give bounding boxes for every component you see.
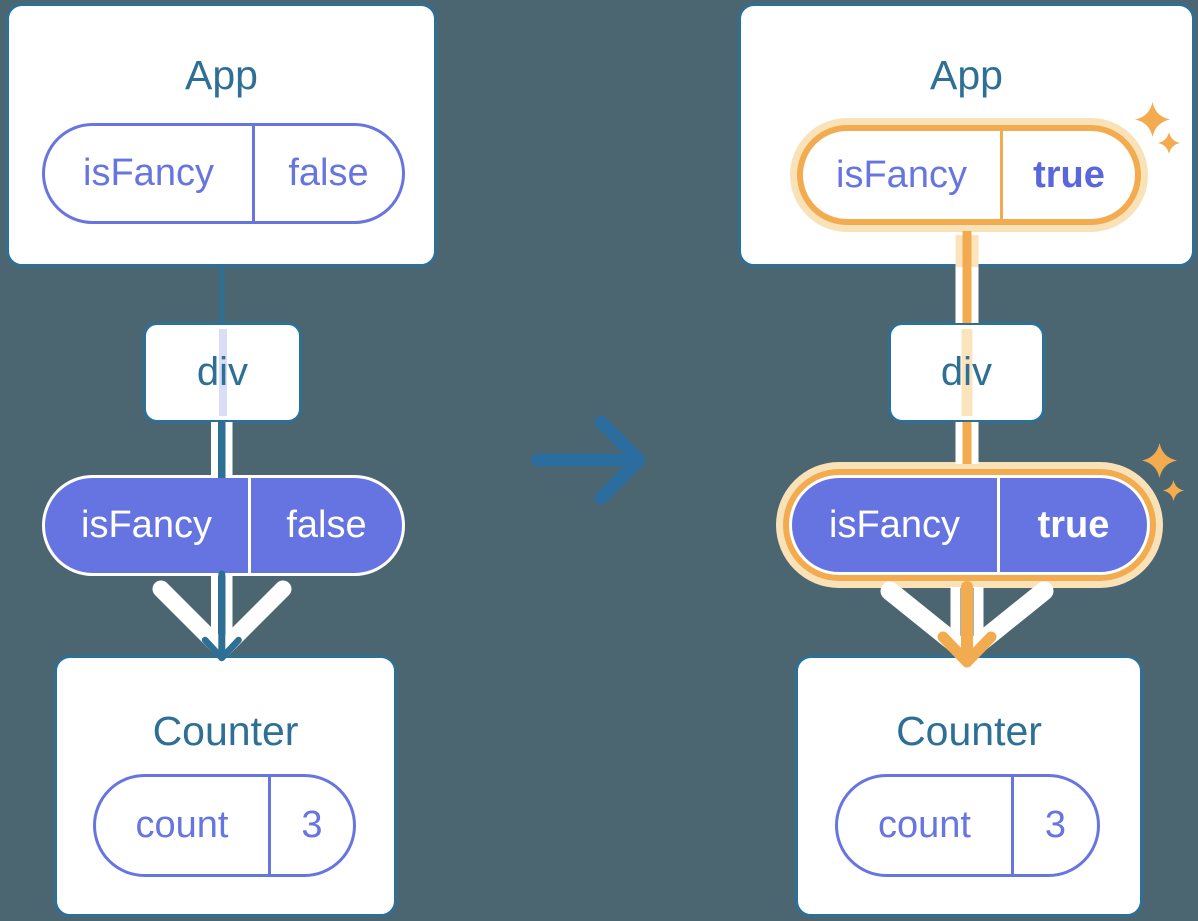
prop-name-label: isFancy <box>45 478 251 573</box>
white-chevron-icon <box>880 581 1054 663</box>
before-app-prop-pill: isFancy false <box>42 123 405 224</box>
before-counter-title: Counter <box>152 708 299 754</box>
state-value-label: 3 <box>1044 804 1067 846</box>
sparkle-icon <box>1163 480 1184 501</box>
after-app-prop-pill: isFancy true <box>797 125 1141 225</box>
before-app-div-edge <box>219 265 225 324</box>
prop-value-label: false <box>286 504 367 546</box>
before-passed-prop-pill: isFancy false <box>42 475 405 576</box>
prop-name-label: isFancy <box>803 131 1003 219</box>
after-app-card: App isFancy true <box>738 3 1195 267</box>
after-app-title: App <box>930 52 1003 98</box>
after-prop-arrow <box>880 581 1054 668</box>
before-prop-arrow <box>152 570 292 662</box>
prop-name-label: isFancy <box>792 478 1000 572</box>
before-counter-card: Counter count 3 <box>54 655 397 917</box>
before-div-label: div <box>196 350 249 394</box>
prop-name-label: isFancy <box>45 126 255 221</box>
transition-arrow-icon <box>531 415 646 505</box>
prop-value-label: false <box>288 152 369 194</box>
before-div-card: div <box>143 322 302 423</box>
state-value-label: 3 <box>301 804 323 846</box>
after-passed-prop-pill: isFancy true <box>789 475 1150 575</box>
white-chevron-icon <box>152 580 292 659</box>
sparkle-icon <box>1142 443 1177 478</box>
before-app-card: App isFancy false <box>6 3 437 267</box>
after-pipe-app-div <box>955 267 979 323</box>
after-div-card: div <box>888 322 1045 423</box>
before-counter-state-pill: count 3 <box>93 774 356 877</box>
after-counter-title: Counter <box>896 708 1042 754</box>
prop-value-label: true <box>1037 503 1110 546</box>
state-name-label: count <box>96 777 271 874</box>
prop-value-label: true <box>1033 153 1105 196</box>
before-prop-pipe <box>211 422 233 478</box>
context-flow-stripe <box>961 329 972 416</box>
after-counter-card: Counter count 3 <box>795 655 1143 917</box>
after-div-label: div <box>940 350 993 394</box>
after-counter-state-pill: count 3 <box>835 774 1100 877</box>
prop-flow-stripe <box>218 329 227 416</box>
before-app-title: App <box>185 52 258 98</box>
after-pipe-div-pill <box>955 422 979 464</box>
state-name-label: count <box>838 777 1014 874</box>
